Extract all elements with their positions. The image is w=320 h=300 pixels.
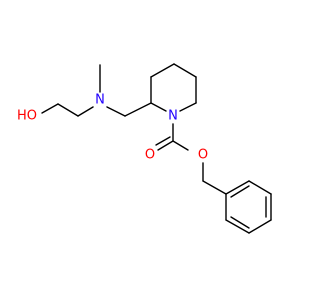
structure-canvas: HO N N O O (16, 63, 272, 234)
bond-n-ch2 (106, 106, 126, 117)
bond-o-c1 (41, 103, 59, 114)
bond-ph-5-6 (225, 219, 250, 234)
bond-c-o-double-1 (157, 140, 174, 151)
amine-nitrogen-label: N (95, 93, 105, 108)
bond-c2-n (77, 106, 94, 117)
bond-c-o-double-2 (155, 136, 171, 146)
carbonyl-oxygen-label: O (145, 148, 155, 163)
bond-ch2-phenyl (202, 180, 227, 195)
bond-ph-inner-a (230, 185, 250, 198)
bond-ph-2-3 (248, 180, 272, 195)
bond-c-o-ester (172, 140, 189, 151)
structure-drawing: HO N N O O (17, 63, 272, 234)
bond-ring-c3-c4 (150, 63, 175, 78)
bond-c1-c2 (57, 103, 79, 117)
hydroxyl-label: HO (17, 109, 37, 124)
bond-ph-inner-c (230, 216, 250, 229)
ring-nitrogen-label: N (168, 109, 178, 124)
bond-ph-4-5 (248, 219, 272, 234)
bond-ring-c6-n (179, 102, 197, 112)
bond-ring-c4-c5 (173, 63, 197, 78)
bond-ph-1-2 (225, 180, 250, 195)
ester-oxygen-label: O (198, 148, 208, 163)
bond-ch2-c2 (124, 102, 152, 117)
bond-ring-n-c2 (150, 102, 167, 112)
